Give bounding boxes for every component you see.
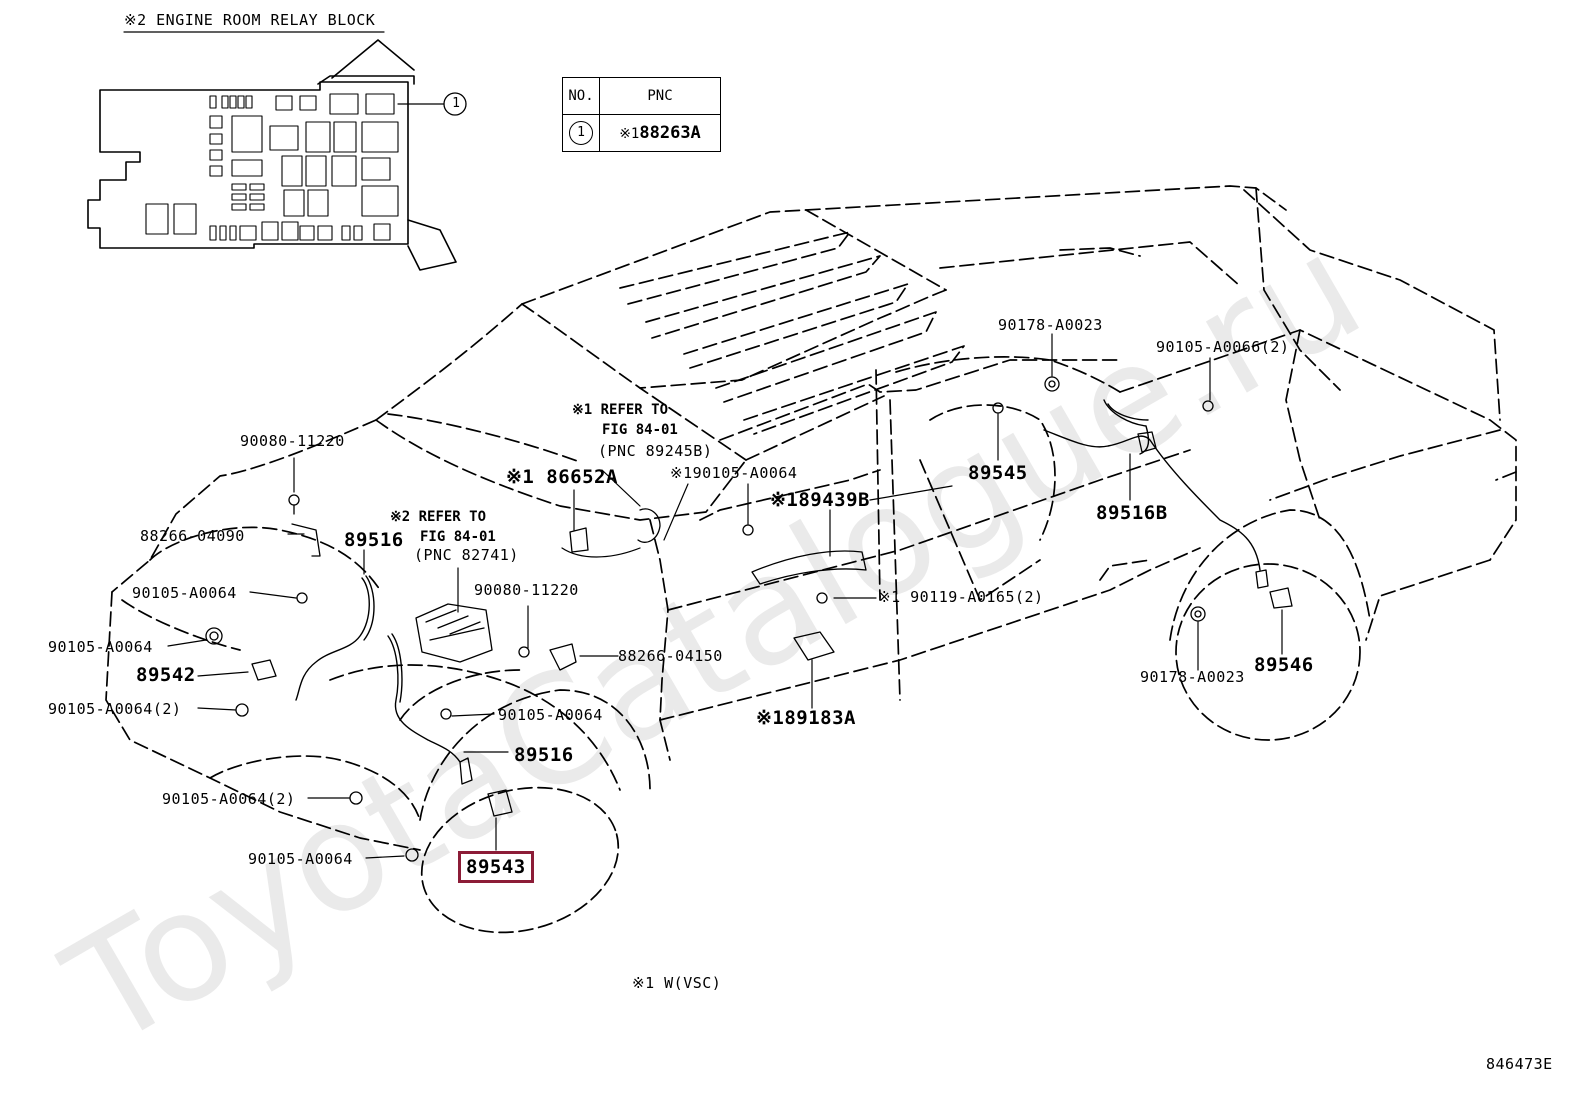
label-90178-a0023-top[interactable]: 90178-A0023 [998,316,1103,334]
label-90105-a0064-2-b[interactable]: 90105-A0064(2) [162,790,296,808]
pnc-header-no: NO. [562,77,600,115]
components [205,376,1293,862]
label-90080-11220-top[interactable]: 90080-11220 [240,432,345,450]
ref1-line2: FIG 84-01 [602,422,678,438]
label-86652a[interactable]: ※1 86652A [506,466,618,488]
label-89516-bottom[interactable]: 89516 [514,744,574,766]
label-90119-a0165-2[interactable]: ※1 90119-A0165(2) [878,588,1044,606]
label-89546[interactable]: 89546 [1254,654,1314,676]
ref2-line3[interactable]: (PNC 82741) [414,546,519,564]
label-89516-top[interactable]: 89516 [344,529,404,551]
label-90105-a0064-2-a[interactable]: 90105-A0064(2) [48,700,182,718]
label-89516b[interactable]: 89516B [1096,502,1168,524]
ref2-line2: FIG 84-01 [420,529,496,545]
label-90178-a0023-bottom[interactable]: 90178-A0023 [1140,668,1245,686]
label-89545[interactable]: 89545 [968,462,1028,484]
label-89542[interactable]: 89542 [136,664,196,686]
label-90105-a0064-c[interactable]: 90105-A0064 [498,706,603,724]
label-88266-04090[interactable]: 88266-04090 [140,527,245,545]
pnc-row-no-circle: 1 [569,121,593,145]
label-89183a[interactable]: ※189183A [756,707,856,729]
pnc-header-pnc: PNC [599,77,721,115]
label-90105-a0064-b[interactable]: 90105-A0064 [48,638,153,656]
label-89543[interactable]: 89543 [466,856,526,878]
pnc-row-prefix: ※1 [619,126,640,142]
relay-block-title: ※2 ENGINE ROOM RELAY BLOCK [124,11,376,29]
ref1-line1: ※1 REFER TO [572,402,669,418]
ref1-line3[interactable]: (PNC 89245B) [598,442,713,460]
footnote: ※1 W(VSC) [632,974,722,992]
pnc-row-no: 1 [562,114,600,152]
relay-block-drawing [87,31,467,271]
leader-lines [167,333,1283,859]
label-90105-a0064-vsc[interactable]: ※190105-A0064 [670,464,798,482]
label-88266-04150[interactable]: 88266-04150 [618,647,723,665]
label-90105-a0064-d[interactable]: 90105-A0064 [248,850,353,868]
highlight-box [458,851,534,883]
label-90105-a0066-2[interactable]: 90105-A0066(2) [1156,338,1290,356]
ref2-line1: ※2 REFER TO [390,509,487,525]
pnc-row-value: 88263A [639,123,701,143]
pnc-table: NO. PNC 1 ※188263A [562,77,721,152]
sensor-wiring [295,399,1261,763]
callout-1: 1 [452,96,460,111]
figure-number: 846473E [1486,1055,1553,1073]
pnc-row-pnc[interactable]: ※188263A [599,114,721,152]
label-89439b[interactable]: ※189439B [770,489,870,511]
label-90080-11220-mid[interactable]: 90080-11220 [474,581,579,599]
vehicle-outline [105,185,1517,934]
label-90105-a0064-a[interactable]: 90105-A0064 [132,584,237,602]
